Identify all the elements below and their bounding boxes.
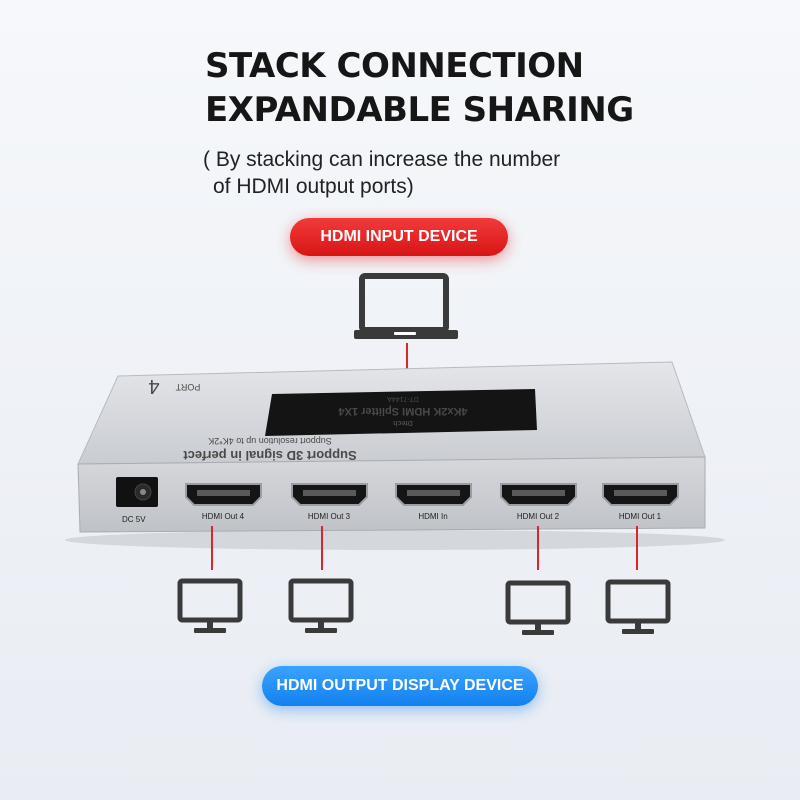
headline-line-1: STACK CONNECTION — [205, 46, 584, 86]
monitor-icon — [605, 579, 671, 634]
headline: STACK CONNECTION EXPANDABLE SHARING — [205, 44, 634, 132]
monitor-icon — [505, 580, 571, 635]
hdmi-port-label: HDMI In — [418, 512, 447, 521]
hdmi-port-out-2: HDMI Out 2 — [500, 483, 577, 521]
output-connector-line — [636, 526, 638, 570]
hdmi-port-label: HDMI Out 1 — [619, 512, 662, 521]
hdmi-port-label: HDMI Out 2 — [517, 512, 560, 521]
output-connector-line — [321, 526, 323, 570]
brand-name: Dtech — [393, 419, 412, 426]
hdmi-port-label: HDMI Out 3 — [308, 512, 351, 521]
output-connector-line — [211, 526, 213, 570]
hdmi-port-out-4: HDMI Out 4 — [185, 483, 262, 521]
subtitle-line-2: of HDMI output ports) — [213, 175, 414, 198]
monitor-icon — [177, 578, 243, 633]
dc-power-jack: DC 5V — [116, 477, 158, 524]
output-connector-line — [537, 526, 539, 570]
model-name: 4Kx2K HDMI Splitter 1X4 — [338, 405, 468, 417]
laptop-icon — [354, 273, 458, 339]
hdmi-port-in: HDMI In — [395, 483, 472, 521]
subtitle: ( By stacking can increase the number of… — [203, 146, 560, 200]
port-word: PORT — [175, 382, 200, 392]
hdmi-port-out-3: HDMI Out 3 — [291, 483, 368, 521]
input-connector-line — [406, 343, 408, 385]
model-plate: Dtech 4Kx2K HDMI Splitter 1X4 DT-7144A — [265, 389, 537, 436]
hdmi-port-label: HDMI Out 4 — [202, 512, 245, 521]
input-device-badge: HDMI INPUT DEVICE — [290, 218, 508, 256]
hdmi-port-out-1: HDMI Out 1 — [602, 483, 679, 521]
port-count-marker: 4 — [148, 375, 159, 397]
subtitle-line-1: ( By stacking can increase the number — [203, 148, 561, 171]
feature-line-2: Support resolution up to 4K*2K — [208, 436, 332, 446]
headline-line-2: EXPANDABLE SHARING — [205, 90, 634, 130]
model-code: DT-7144A — [387, 395, 419, 402]
feature-line-1: Support 3D signal in perfect — [183, 448, 357, 463]
monitor-icon — [288, 578, 354, 633]
dc-label: DC 5V — [122, 515, 146, 524]
output-device-badge: HDMI OUTPUT DISPLAY DEVICE — [262, 666, 538, 706]
